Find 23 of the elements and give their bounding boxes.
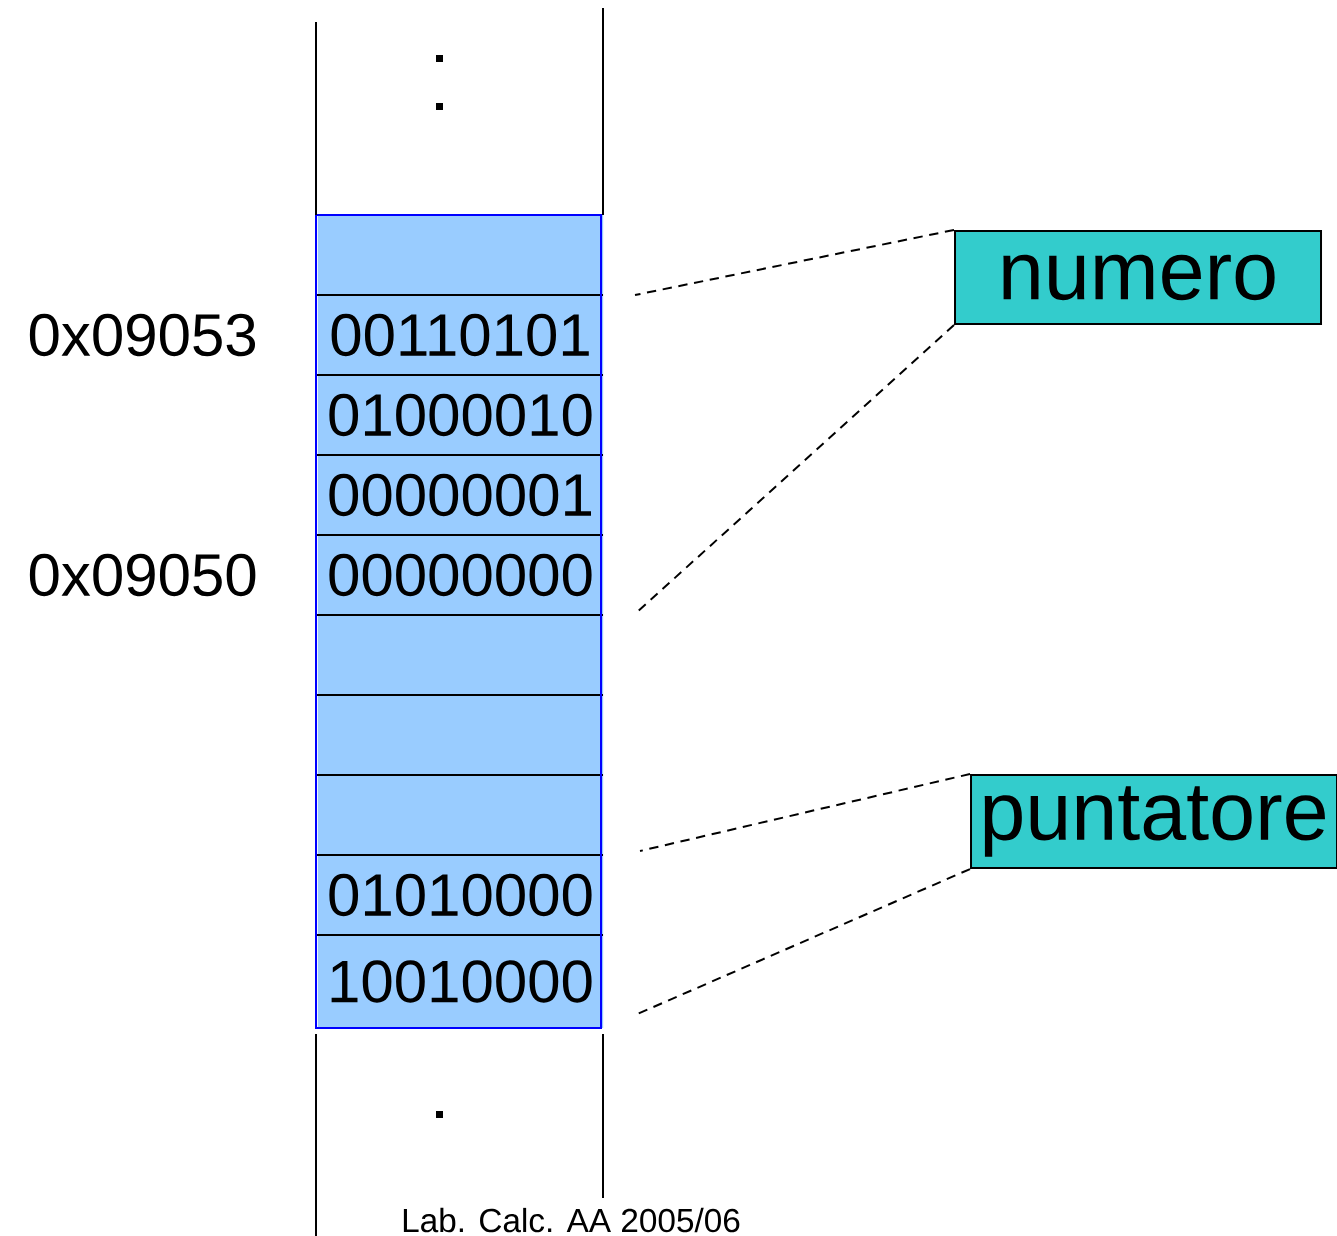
- variable-name-box: numero: [954, 229, 1322, 326]
- memory-cell: [317, 695, 604, 775]
- memory-cell: 00000001: [317, 455, 604, 535]
- address-label: 0x09053: [29, 313, 256, 357]
- node-label: 00000000: [329, 553, 592, 597]
- node-label: 00000001: [329, 473, 591, 517]
- node-label: 01010000: [329, 873, 592, 917]
- leader-line: [634, 228, 955, 296]
- variable-name-box: puntatore: [970, 774, 1337, 870]
- address-label: 0x09050: [29, 553, 256, 597]
- node-label: 00110101: [331, 313, 589, 357]
- memory-cell: [317, 215, 604, 295]
- memory-cell: [317, 615, 604, 695]
- footer-text: Lab. Calc. AA 2005/06: [399, 1206, 743, 1234]
- leader-line: [639, 773, 971, 852]
- memory-cell: 10010000: [317, 935, 604, 1029]
- memory-cell: 00000000: [317, 535, 604, 615]
- memory-cell: 00110101: [317, 295, 604, 375]
- node-label: 10010000: [331, 960, 592, 1003]
- memory-cell: 01010000: [317, 855, 604, 935]
- memory-cell: [317, 775, 604, 855]
- memory-cell: 01000010: [317, 375, 604, 455]
- node-label: 01000010: [329, 393, 592, 437]
